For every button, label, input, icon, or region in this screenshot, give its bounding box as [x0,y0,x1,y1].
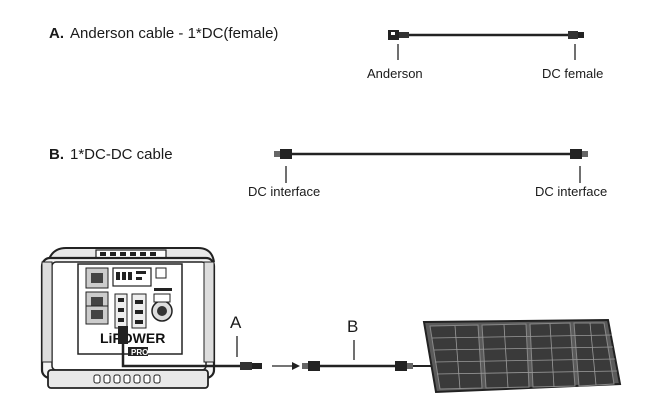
section-b-title: 1*DC-DC cable [70,146,173,163]
dc-interface-left-label: DC interface [248,184,321,199]
anderson-cable [388,30,584,60]
cable-b-plug-left [302,363,308,369]
solar-panel [422,318,622,394]
dc-interface-right-label: DC interface [535,184,608,199]
connection-cable-a [121,344,240,368]
dc-female-label: DC female [542,66,604,81]
section-b-heading: B. 1*DC-DC cable [49,146,173,163]
anderson-label: Anderson [367,66,423,81]
cable-a-end-connector [240,362,252,370]
section-a-heading: A. Anderson cable - 1*DC(female) [49,25,278,42]
plugged-connector [118,326,128,344]
callout-b-label: B [347,317,359,336]
brand-logo: LiPOWER [100,330,165,346]
section-a-title: Anderson cable - 1*DC(female) [70,25,279,42]
model-badge: PRO [131,348,148,357]
section-a-letter: A. [49,25,64,42]
power-station: LiPOWER PRO [40,247,216,389]
cable-b-plug-right [395,361,407,371]
section-b-letter: B. [49,146,64,163]
dc-plug-right [570,149,582,159]
dc-female-connector [568,31,578,39]
dc-plug-left [274,151,280,157]
power-button [155,267,167,279]
dc-dc-cable [274,149,588,183]
callout-a-label: A [230,313,242,332]
